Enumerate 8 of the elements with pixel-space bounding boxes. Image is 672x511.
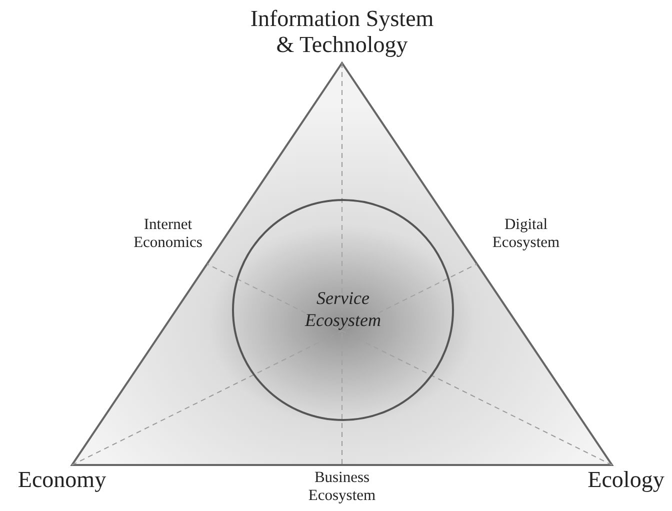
- side-label: Digital Ecosystem: [491, 216, 561, 252]
- side-label: Internet Economics: [132, 216, 204, 252]
- circle-title: Service Ecosystem: [304, 288, 382, 332]
- side-label: Business Ecosystem: [307, 469, 377, 505]
- circle-node: [233, 200, 453, 420]
- vertex-label: Information System & Technology: [249, 6, 435, 59]
- vertex-label: Economy: [16, 467, 108, 494]
- vertex-label: Ecology: [586, 467, 666, 494]
